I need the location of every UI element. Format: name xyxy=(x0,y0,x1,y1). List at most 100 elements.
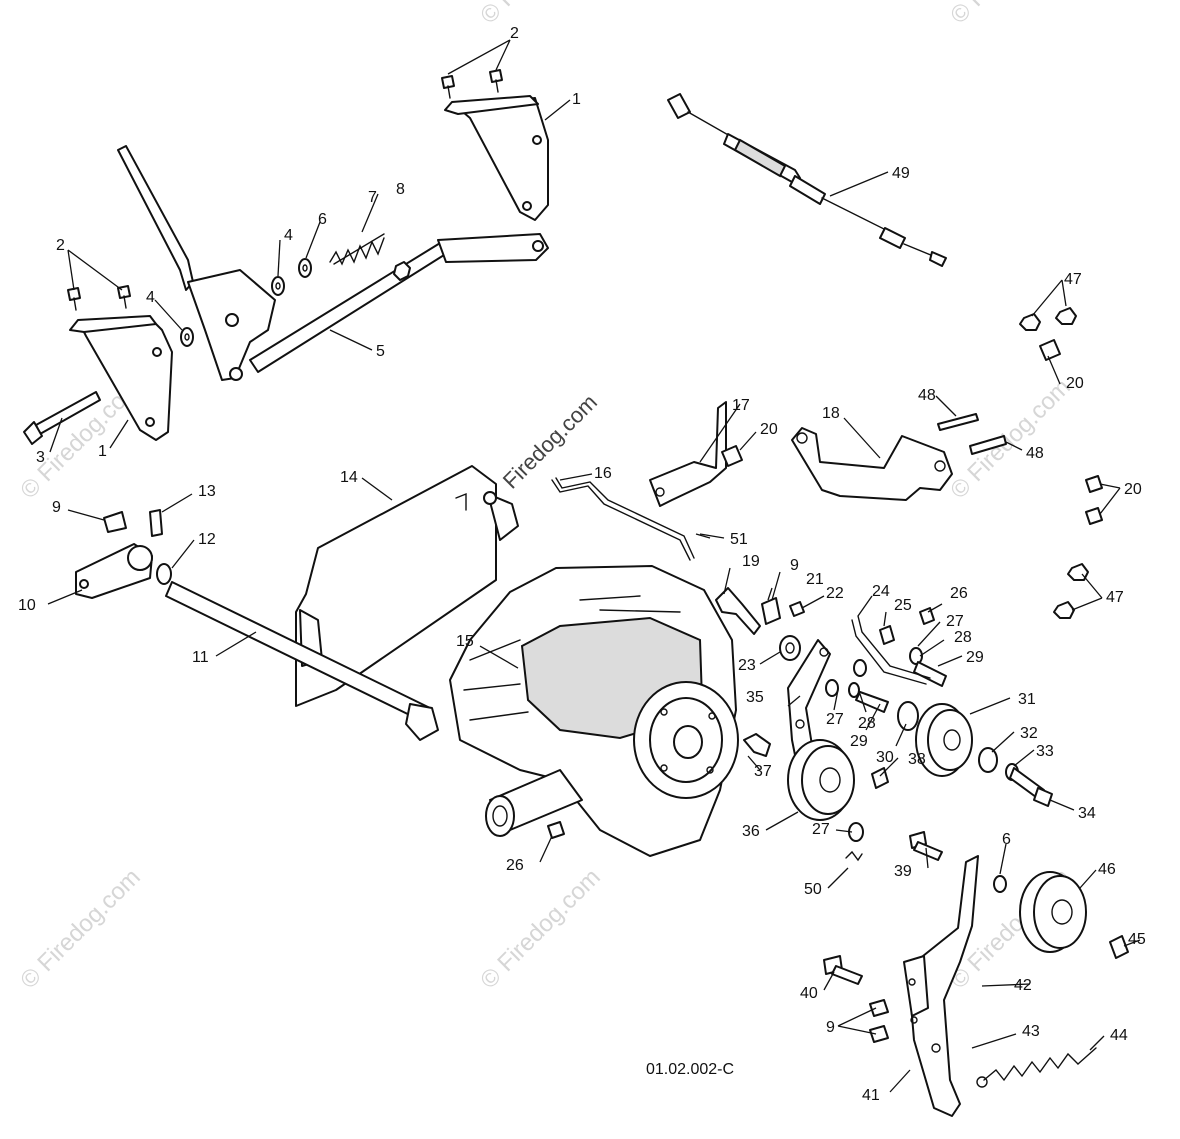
callout: 48 xyxy=(1026,445,1044,462)
part-link-rod xyxy=(551,477,695,561)
callout: 31 xyxy=(1018,691,1036,708)
callout: 19 xyxy=(742,553,760,570)
part-lever-arm xyxy=(75,509,172,599)
callout: 34 xyxy=(1078,805,1096,822)
callout: 22 xyxy=(826,585,844,602)
callout: 21 xyxy=(806,571,824,588)
callout: 42 xyxy=(1014,977,1032,994)
callout: 45 xyxy=(1128,931,1146,948)
callout: 20 xyxy=(760,421,778,438)
watermark: © Firedog.com xyxy=(945,374,1076,505)
callout: 46 xyxy=(1098,861,1116,878)
part-bracket-17 xyxy=(649,401,727,507)
callout: 39 xyxy=(894,863,912,880)
callout: 48 xyxy=(918,387,936,404)
callout: 16 xyxy=(594,465,612,482)
part-bracket-19 xyxy=(715,587,761,635)
callout: 30 xyxy=(876,749,894,766)
callout: 51 xyxy=(730,531,748,548)
part-drive-shaft xyxy=(165,581,439,741)
callout: 6 xyxy=(1002,831,1011,848)
callout: 36 xyxy=(742,823,760,840)
part-bracket-41-42 xyxy=(903,855,979,1117)
leader-lines xyxy=(47,39,1141,1093)
callout: 14 xyxy=(340,469,358,486)
callout: 20 xyxy=(1066,375,1084,392)
callout: 32 xyxy=(1020,725,1038,742)
callout: 1 xyxy=(572,91,581,108)
part-bolts-lower xyxy=(823,831,943,1043)
callout: 9 xyxy=(826,1019,835,1036)
callout: 25 xyxy=(894,597,912,614)
part-cable xyxy=(667,93,947,267)
part-bracket-left xyxy=(69,315,173,441)
part-long-bolt xyxy=(23,391,101,445)
callout: 10 xyxy=(18,597,36,614)
callout: 20 xyxy=(1124,481,1142,498)
watermark: © Firedog.com xyxy=(945,0,1076,29)
part-spring-50 xyxy=(845,850,863,862)
callout: 37 xyxy=(754,763,772,780)
part-spring xyxy=(329,233,385,266)
callout: 26 xyxy=(950,585,968,602)
callout: 1 xyxy=(98,443,107,460)
callout: 17 xyxy=(732,397,750,414)
part-idler-arm xyxy=(787,639,831,781)
callout: 43 xyxy=(1022,1023,1040,1040)
callout: 41 xyxy=(862,1087,880,1104)
watermark: © Firedog.com xyxy=(475,864,606,995)
callout: 4 xyxy=(146,289,155,306)
callout: 29 xyxy=(850,733,868,750)
part-clip-21 xyxy=(761,597,781,625)
watermark: © Firedog.com xyxy=(475,0,606,29)
part-pulley-31 xyxy=(915,703,973,777)
part-bolts-2 xyxy=(67,69,503,311)
callout: 2 xyxy=(510,25,519,42)
callout: 6 xyxy=(318,211,327,228)
callout: 9 xyxy=(790,557,799,574)
part-bracket-right xyxy=(444,95,549,221)
callout: 47 xyxy=(1106,589,1124,606)
callout: 33 xyxy=(1036,743,1054,760)
callout: 15 xyxy=(456,633,474,650)
callout: 24 xyxy=(872,583,890,600)
callout: 38 xyxy=(908,751,926,768)
drawing-id: 01.02.002-C xyxy=(646,1061,734,1078)
watermark-center: Firedog.com xyxy=(498,389,602,493)
callout: 40 xyxy=(800,985,818,1002)
callout: 9 xyxy=(52,499,61,516)
callout: 2 xyxy=(56,237,65,254)
callout: 47 xyxy=(1064,271,1082,288)
callout: 7 xyxy=(368,189,377,206)
part-spring-44 xyxy=(976,1047,1097,1088)
watermark: © Firedog.com xyxy=(15,864,146,995)
part-pulley-46 xyxy=(1019,871,1087,953)
part-washer-23 xyxy=(779,635,801,661)
callout: 27 xyxy=(812,821,830,838)
callout: 27 xyxy=(946,613,964,630)
part-small-hardware xyxy=(547,607,1129,959)
callout-labels: 2 1 2 3 1 4 4 6 7 8 5 9 13 12 10 11 14 1… xyxy=(18,25,1146,1104)
callout: 50 xyxy=(804,881,822,898)
part-bolt-22 xyxy=(789,601,805,617)
part-washers-upper xyxy=(180,258,411,347)
callout: 3 xyxy=(36,449,45,466)
callout: 49 xyxy=(892,165,910,182)
callout: 12 xyxy=(198,531,216,548)
part-shift-lever xyxy=(117,145,276,381)
callout: 28 xyxy=(954,629,972,646)
part-link-24 xyxy=(851,615,931,685)
callout: 4 xyxy=(284,227,293,244)
part-bracket-18 xyxy=(791,427,953,501)
callout: 11 xyxy=(192,649,209,666)
callout: 23 xyxy=(738,657,756,674)
callout: 35 xyxy=(746,689,764,706)
part-pulley-36 xyxy=(787,739,855,821)
callout: 28 xyxy=(858,715,876,732)
callout: 29 xyxy=(966,649,984,666)
callout: 27 xyxy=(826,711,844,728)
callout: 13 xyxy=(198,483,216,500)
callout: 44 xyxy=(1110,1027,1128,1044)
